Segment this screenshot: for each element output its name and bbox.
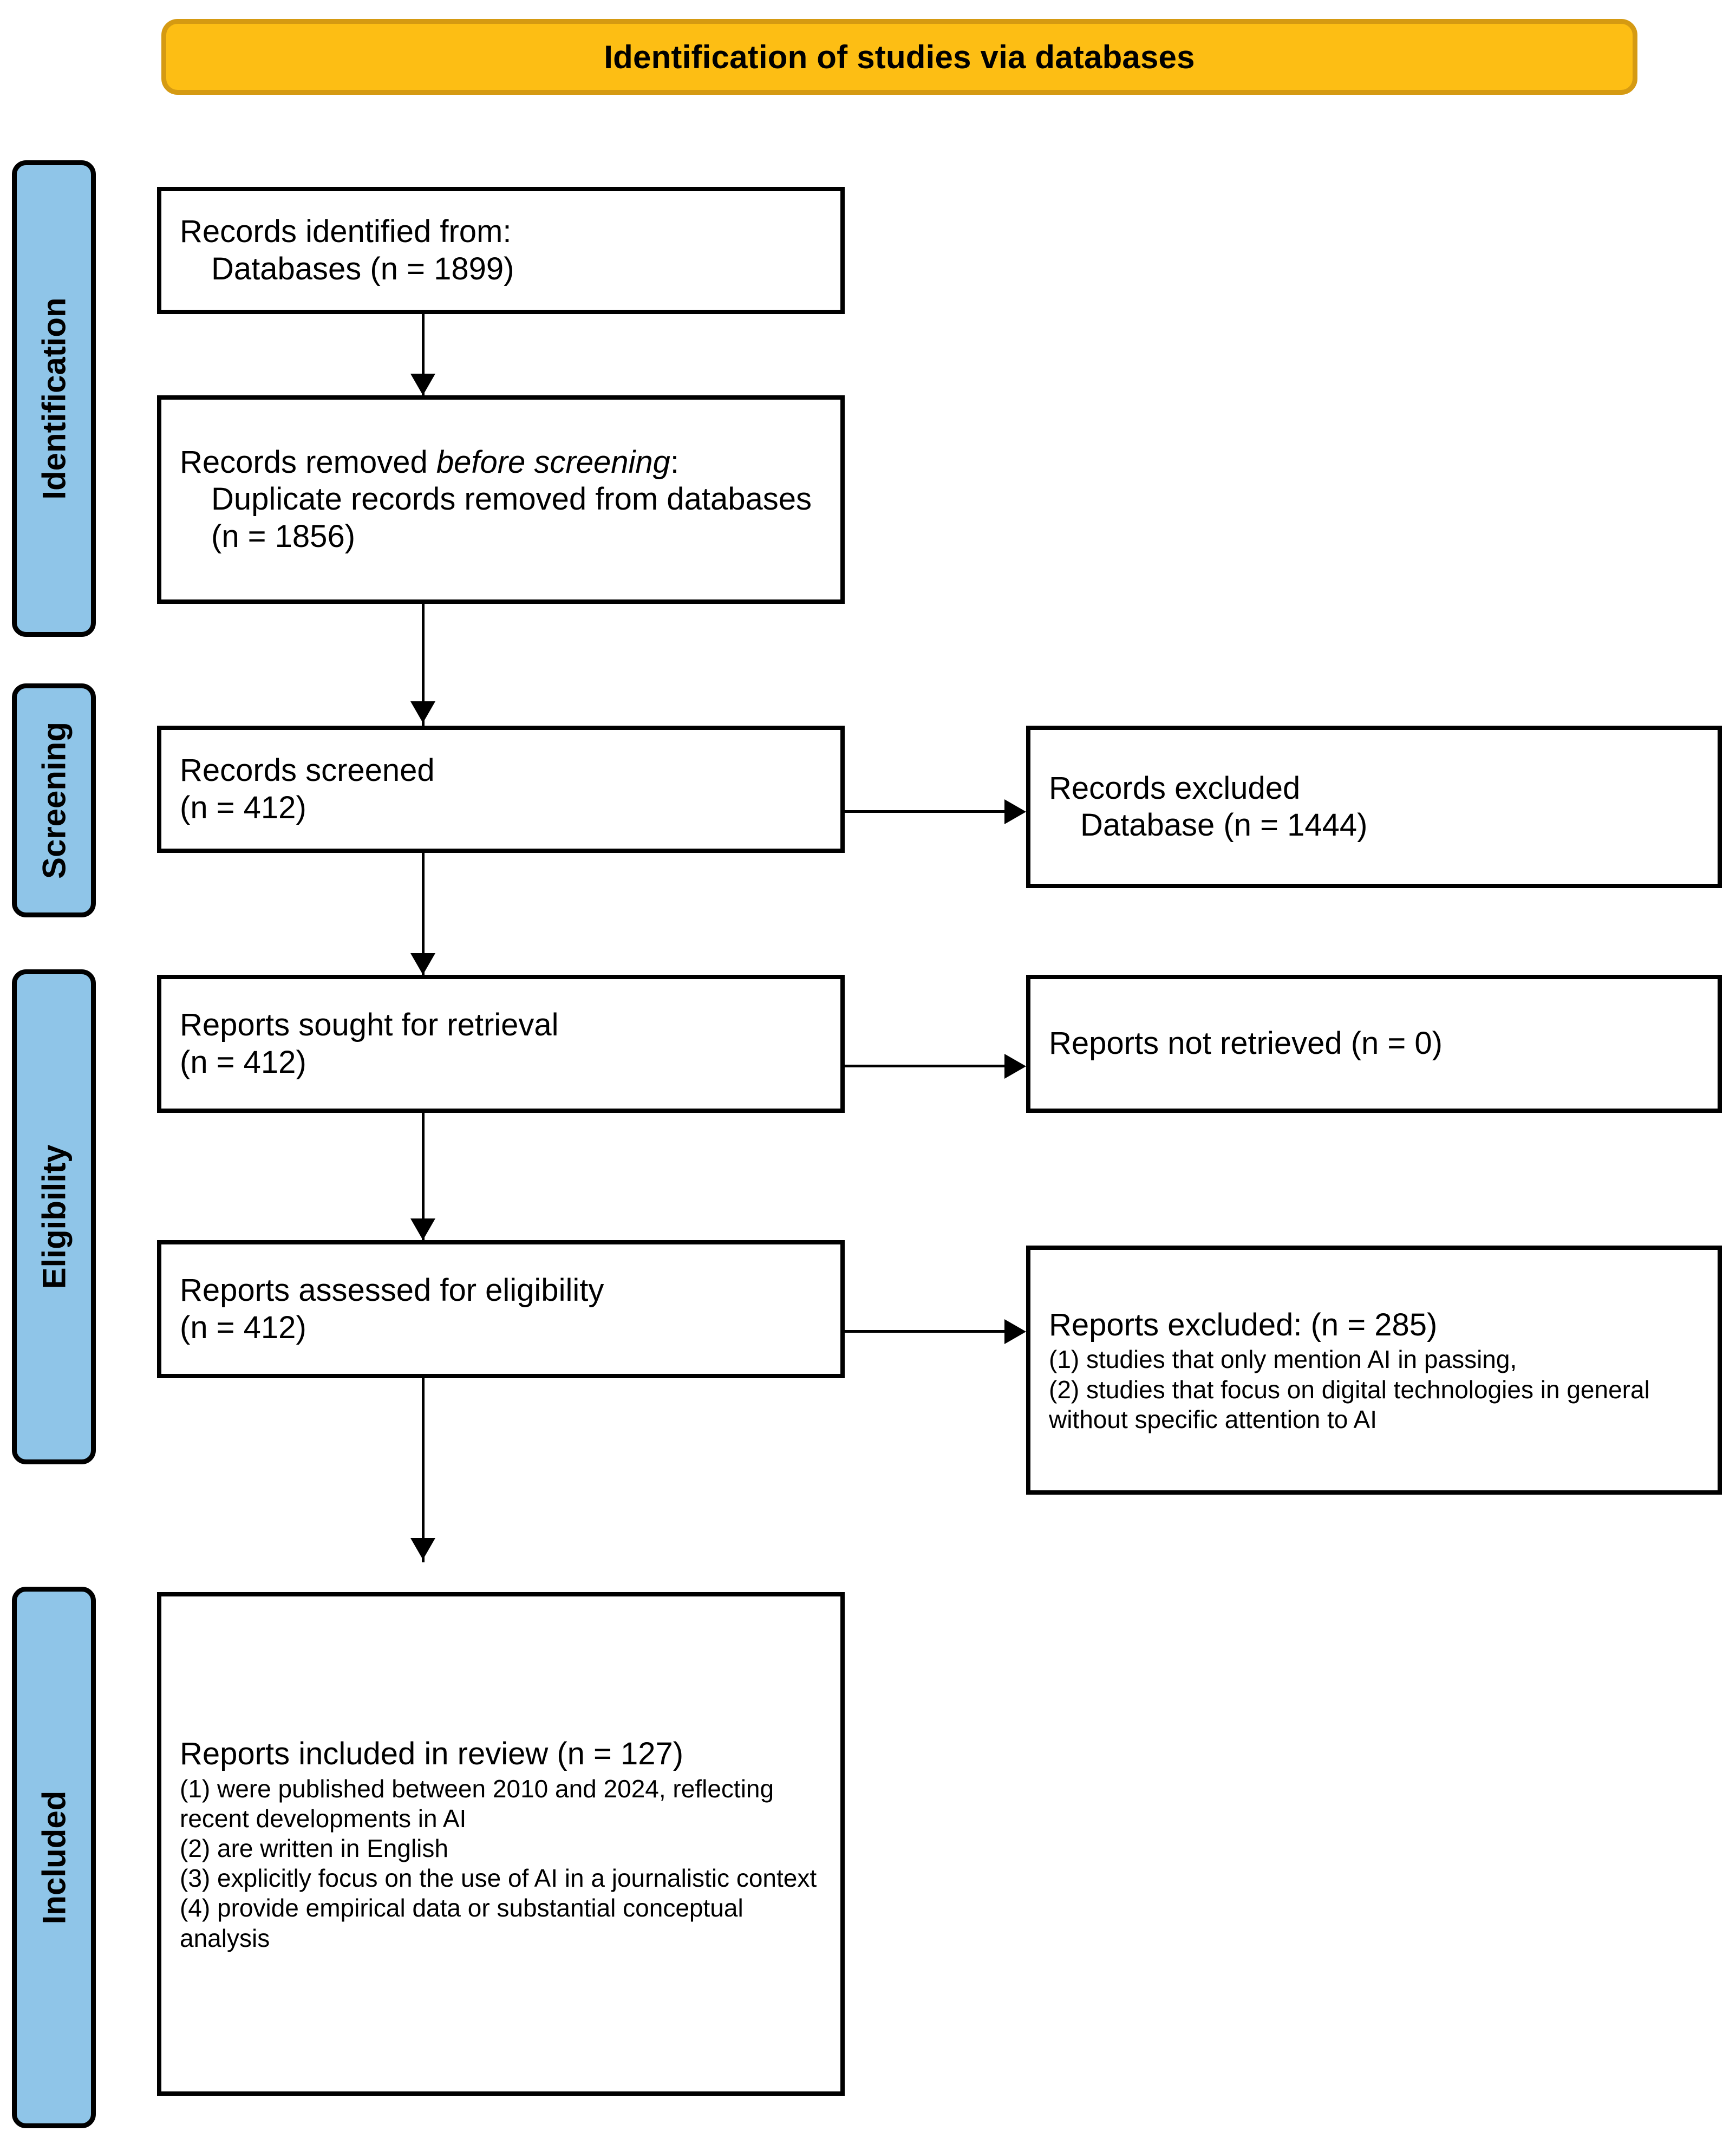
stage-label-eligibility: Eligibility xyxy=(36,1144,72,1289)
box-records-removed: Records removed before screening: Duplic… xyxy=(157,395,845,604)
box-records-excluded: Records excluded Database (n = 1444) xyxy=(1026,726,1722,888)
reports-sought-line-1: Reports sought for retrieval xyxy=(180,1007,559,1043)
arrow-identified-to-removed xyxy=(410,374,435,395)
reports-excluded-heading: Reports excluded: (n = 285) xyxy=(1049,1307,1438,1342)
connector-removed-to-screened xyxy=(422,604,425,726)
connector-assessed-to-included xyxy=(422,1378,425,1562)
records-removed-italic: before screening xyxy=(436,444,670,480)
stage-tab-eligibility: Eligibility xyxy=(12,969,96,1464)
connector-sought-to-assessed xyxy=(422,1113,425,1243)
box-reports-assessed: Reports assessed for eligibility (n = 41… xyxy=(157,1240,845,1378)
records-removed-line-2: Duplicate records removed from databases… xyxy=(211,481,821,554)
reports-included-item-3: (3) explicitly focus on the use of AI in… xyxy=(180,1864,817,1893)
reports-included-item-4: (4) provide empirical data or substantia… xyxy=(180,1894,743,1952)
reports-included-item-1: (1) were published between 2010 and 2024… xyxy=(180,1774,774,1833)
box-records-screened: Records screened (n = 412) xyxy=(157,726,845,853)
stage-label-screening: Screening xyxy=(36,721,72,879)
stage-tab-screening: Screening xyxy=(12,683,96,917)
reports-assessed-line-1: Reports assessed for eligibility xyxy=(180,1273,604,1308)
stage-label-included: Included xyxy=(36,1790,72,1925)
stage-tab-included: Included xyxy=(12,1587,96,2128)
diagram-title: Identification of studies via databases xyxy=(604,38,1195,75)
arrow-screened-to-sought xyxy=(410,953,435,975)
records-removed-line-1: Records removed before screening: xyxy=(180,444,822,481)
arrow-assessed-to-reports-excluded xyxy=(1004,1319,1026,1344)
arrow-screened-to-excluded xyxy=(1004,799,1026,824)
diagram-header-banner: Identification of studies via databases xyxy=(161,19,1637,95)
box-reports-not-retrieved: Reports not retrieved (n = 0) xyxy=(1026,975,1722,1113)
connector-screened-to-sought xyxy=(422,853,425,977)
connector-assessed-to-reports-excluded xyxy=(845,1330,1007,1333)
reports-assessed-line-2: (n = 412) xyxy=(180,1309,306,1345)
records-identified-line-2: Databases (n = 1899) xyxy=(211,251,514,286)
box-reports-sought: Reports sought for retrieval (n = 412) xyxy=(157,975,845,1113)
records-screened-line-2: (n = 412) xyxy=(180,790,306,825)
connector-sought-to-not-retrieved xyxy=(845,1065,1007,1067)
reports-sought-line-2: (n = 412) xyxy=(180,1044,306,1080)
box-reports-excluded: Reports excluded: (n = 285) (1) studies … xyxy=(1026,1246,1722,1495)
records-identified-line-1: Records identified from: xyxy=(180,214,512,250)
records-excluded-line-1: Records excluded xyxy=(1049,770,1301,806)
reports-not-retrieved-line-1: Reports not retrieved (n = 0) xyxy=(1049,1026,1443,1061)
stage-tab-identification: Identification xyxy=(12,160,96,637)
arrow-sought-to-assessed xyxy=(410,1218,435,1240)
reports-excluded-item-2: (2) studies that focus on digital techno… xyxy=(1049,1375,1650,1433)
arrow-assessed-to-included xyxy=(410,1538,435,1560)
stage-label-identification: Identification xyxy=(36,297,72,500)
arrow-removed-to-screened xyxy=(410,701,435,723)
records-removed-pre: Records removed xyxy=(180,444,436,480)
records-excluded-line-2: Database (n = 1444) xyxy=(1080,807,1368,843)
records-screened-line-1: Records screened xyxy=(180,753,435,788)
reports-included-heading: Reports included in review (n = 127) xyxy=(180,1736,684,1772)
records-removed-post: : xyxy=(670,444,680,480)
connector-screened-to-excluded xyxy=(845,810,1007,813)
connector-identified-to-removed xyxy=(422,314,425,398)
arrow-sought-to-not-retrieved xyxy=(1004,1054,1026,1079)
reports-included-item-2: (2) are written in English xyxy=(180,1834,448,1863)
box-reports-included: Reports included in review (n = 127) (1)… xyxy=(157,1592,845,2096)
reports-excluded-item-1: (1) studies that only mention AI in pass… xyxy=(1049,1345,1517,1374)
box-records-identified: Records identified from: Databases (n = … xyxy=(157,187,845,314)
